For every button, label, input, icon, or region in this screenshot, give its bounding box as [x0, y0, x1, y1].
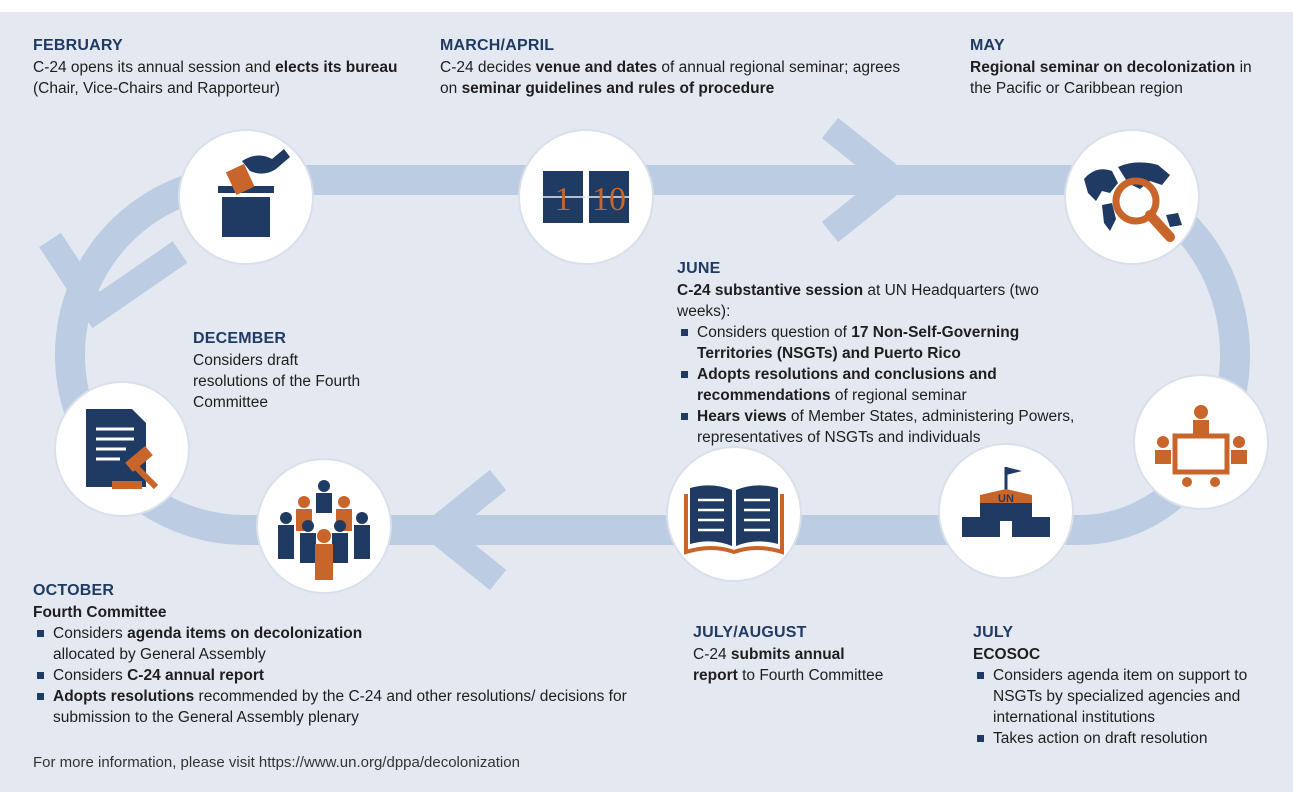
- july-list: Considers agenda item on support to NSGT…: [973, 665, 1288, 749]
- loop-arrow-up: [39, 232, 188, 329]
- march-bold-2: seminar guidelines and rules of procedur…: [461, 80, 775, 97]
- may-text-1: in the Pacific or Caribbean region: [970, 59, 1252, 97]
- july-month: JULY: [973, 624, 1014, 641]
- may-month: MAY: [970, 37, 1005, 54]
- december-icon-circle: [56, 383, 188, 515]
- julyaug-text-1: C-24: [693, 646, 731, 663]
- un-building-icon: UN: [962, 467, 1050, 537]
- june-list: Considers question of 17 Non-Self-Govern…: [677, 322, 1077, 448]
- calendar-icon: 1 10: [543, 171, 629, 223]
- svg-text:1: 1: [555, 181, 572, 218]
- october-heading: Fourth Committee: [33, 604, 167, 621]
- june-bold-0: C-24 substantive session: [677, 282, 864, 299]
- october-icon-circle: [258, 460, 390, 592]
- loop-track: [55, 165, 1250, 545]
- loop-arrow-left: [415, 469, 507, 591]
- top-strip: [0, 0, 1293, 12]
- march-icon-circle: 1 10: [520, 131, 652, 263]
- february-month: FEBRUARY: [33, 37, 123, 54]
- footer-link-text: For more information, please visit https…: [33, 754, 520, 771]
- document-gavel-icon: [86, 409, 159, 490]
- october-block: OCTOBER Fourth Committee Considers agend…: [33, 580, 653, 728]
- july-block: JULY ECOSOC Considers agenda item on sup…: [973, 622, 1288, 749]
- june-item-2: Adopts resolutions and conclusions and r…: [677, 364, 1077, 406]
- october-item-1: Considers agenda items on decolonization…: [33, 623, 653, 665]
- june-item-1: Considers question of 17 Non-Self-Govern…: [677, 322, 1077, 364]
- may-block: MAY Regional seminar on decolonization i…: [970, 35, 1270, 99]
- july-item-2: Takes action on draft resolution: [973, 728, 1288, 749]
- march-block: MARCH/APRIL C-24 decides venue and dates…: [440, 35, 910, 99]
- may-bold-1: Regional seminar on decolonization: [970, 59, 1236, 76]
- february-text-2: (Chair, Vice-Chairs and Rapporteur): [33, 80, 280, 97]
- october-month: OCTOBER: [33, 582, 115, 599]
- march-text-1: C-24 decides: [440, 59, 536, 76]
- march-month: MARCH/APRIL: [440, 37, 555, 54]
- june-icon-circle: [1135, 376, 1267, 508]
- open-book-icon: [684, 485, 784, 555]
- february-text-1: C-24 opens its annual session and: [33, 59, 276, 76]
- julyaug-icon-circle: [668, 448, 800, 580]
- october-item-3: Adopts resolutions recommended by the C-…: [33, 686, 653, 728]
- october-list: Considers agenda items on decolonization…: [33, 623, 653, 728]
- december-text-1: Considers draft resolutions of the Fourt…: [193, 352, 361, 411]
- june-block: JUNE C-24 substantive session at UN Head…: [677, 258, 1077, 448]
- june-item-3: Hears views of Member States, administer…: [677, 406, 1077, 448]
- ballot-box-icon: [218, 149, 290, 237]
- world-magnifier-icon: [1084, 162, 1182, 242]
- february-bold-1: elects its bureau: [275, 59, 398, 76]
- december-block: DECEMBER Considers draft resolutions of …: [193, 328, 363, 413]
- julyaug-text-2: to Fourth Committee: [737, 667, 884, 684]
- june-text-0: at UN Headquarters (two weeks):: [677, 282, 1039, 320]
- julyaug-bold-1: submits annual report: [693, 646, 845, 684]
- march-bold-1: venue and dates: [535, 59, 658, 76]
- julyaug-month: JULY/AUGUST: [693, 624, 807, 641]
- july-heading: ECOSOC: [973, 646, 1041, 663]
- july-item-1: Considers agenda item on support to NSGT…: [973, 665, 1288, 728]
- october-item-2: Considers C-24 annual report: [33, 665, 653, 686]
- meeting-table-icon: [1155, 405, 1247, 487]
- february-icon-circle: [180, 131, 312, 263]
- loop-arrow-right: [821, 117, 916, 243]
- committee-people-icon: [278, 480, 370, 580]
- march-text-2: of annual regional seminar; agrees on: [440, 59, 901, 97]
- december-month: DECEMBER: [193, 330, 287, 347]
- julyaug-block: JULY/AUGUST C-24 submits annual report t…: [693, 622, 893, 686]
- may-icon-circle: [1066, 131, 1198, 263]
- june-month: JUNE: [677, 260, 721, 277]
- svg-text:10: 10: [592, 181, 626, 218]
- svg-text:UN: UN: [998, 493, 1014, 505]
- july-icon-circle: UN: [940, 445, 1072, 577]
- february-block: FEBRUARY C-24 opens its annual session a…: [33, 35, 403, 99]
